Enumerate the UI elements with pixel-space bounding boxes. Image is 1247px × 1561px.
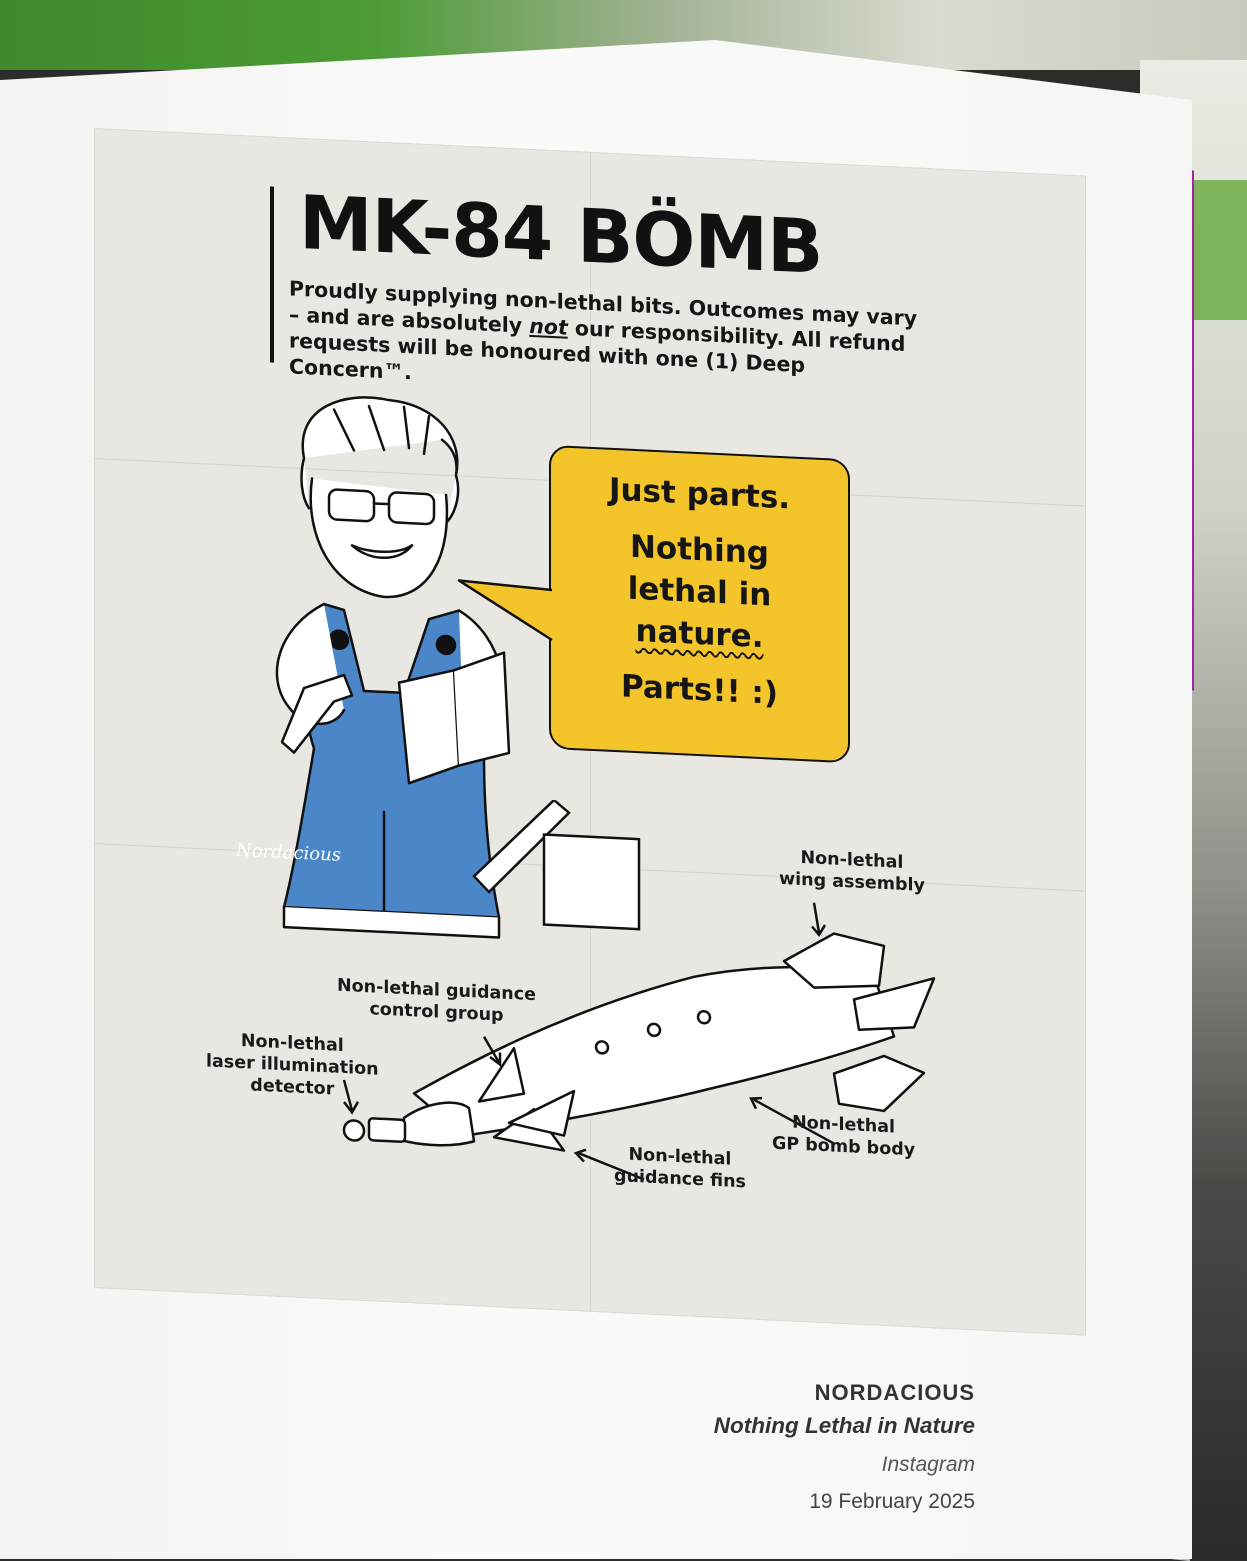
caption-source: Instagram: [881, 1453, 975, 1476]
loose-parts: [472, 798, 641, 931]
speech-line: nature.: [635, 613, 764, 656]
caption-artist: NORDACIOUS: [814, 1380, 975, 1405]
character-illustration: [275, 396, 511, 939]
guidance-nose: [402, 1101, 476, 1147]
guidance-fin: [477, 1046, 526, 1103]
subtitle-emphasis: not: [529, 313, 568, 340]
background-leaf: [1190, 180, 1247, 320]
caption-date: 19 February 2025: [809, 1490, 975, 1513]
caption-title: Nothing Lethal in Nature: [713, 1413, 975, 1438]
speech-line: Parts!! :): [621, 668, 778, 712]
poster-subtitle: Proudly supplying non-lethal bits. Outco…: [289, 275, 929, 410]
bomb-diagram: [342, 902, 936, 1181]
callout-wing-assembly: Non-lethal wing assembly: [779, 846, 925, 897]
speech-line: Nothing: [629, 528, 769, 572]
speech-bubble: Just parts. Nothing lethal in nature. Pa…: [549, 444, 850, 764]
speech-line: Just parts.: [608, 471, 791, 517]
hammer: [280, 673, 354, 754]
poster-title: MK-84 BÖMB: [299, 179, 823, 291]
callout-gp-bomb-body: Non-lethal GP bomb body: [772, 1111, 915, 1162]
speech-line: lethal in: [627, 570, 772, 614]
title-rule: [270, 186, 274, 363]
speech-bubble-tail: [457, 579, 553, 642]
wing-assembly: [782, 932, 886, 989]
callout-guidance-fins: Non-lethal guidance fins: [614, 1143, 746, 1193]
poster: MK-84 BÖMB Proudly supplying non-lethal …: [94, 128, 1086, 1336]
face: [309, 477, 449, 599]
manual: [397, 669, 461, 785]
callout-laser-detector: Non-lethal laser illumination detector: [206, 1028, 379, 1102]
